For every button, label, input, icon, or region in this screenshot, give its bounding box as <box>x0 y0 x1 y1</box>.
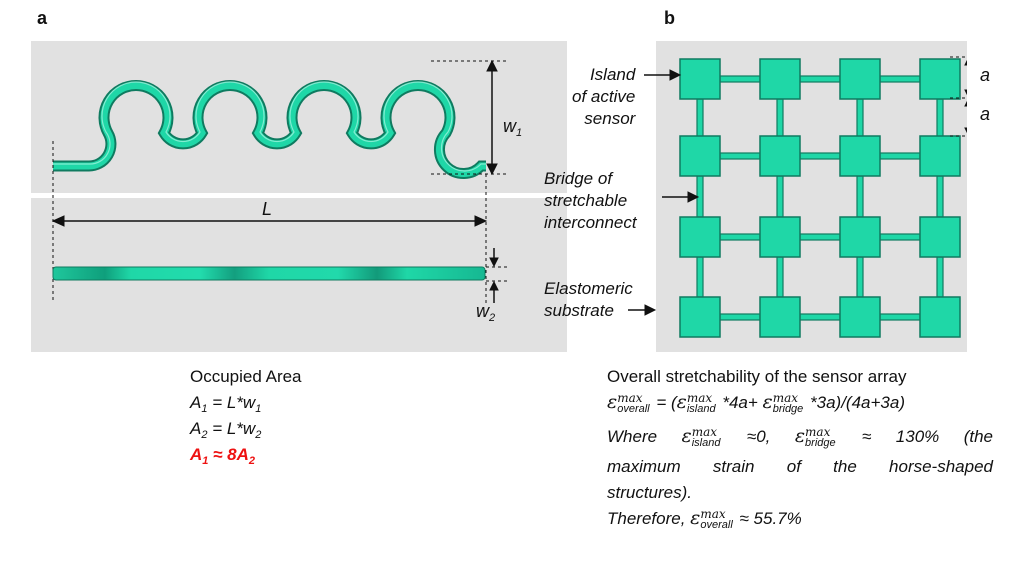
a-label-1: a <box>980 65 991 85</box>
horizontal-bridges <box>719 75 921 321</box>
where-line-2: maximum strain of the horse-shaped <box>607 457 993 476</box>
where-line-3: structures). <box>607 483 693 502</box>
w1-dimension <box>431 59 507 176</box>
island-r3c1 <box>679 216 721 258</box>
stretchability-title: Overall stretchability of the sensor arr… <box>607 367 907 386</box>
substrate-label: Elastomeric substrate <box>544 279 633 320</box>
area-equation-1: A1 = L*w1 <box>190 393 262 415</box>
island-r2c2 <box>759 135 801 177</box>
island-label: Island of active sensor <box>572 65 636 128</box>
panel-b-tag: b <box>664 8 675 28</box>
island-r1c4 <box>919 58 961 100</box>
panel-a-tag: a <box>37 8 48 28</box>
panel-a-drawing <box>31 59 567 303</box>
a-dimension <box>950 56 967 137</box>
w2-label: w2 <box>476 301 496 324</box>
sensor-array-drawing <box>679 56 967 338</box>
area-ratio-equation: A1 ≈ 8A2 <box>190 445 256 467</box>
island-r4c2 <box>759 296 801 338</box>
island-r1c3 <box>839 58 881 100</box>
island-r4c3 <box>839 296 881 338</box>
w1-label: w1 <box>503 116 523 139</box>
panel-a-divider <box>31 193 567 198</box>
occupied-area-title: Occupied Area <box>190 367 302 386</box>
serpentine-interconnect <box>53 80 486 180</box>
island-r1c1 <box>679 58 721 100</box>
area-equation-2: A2 = L*w2 <box>190 419 262 441</box>
island-r2c1 <box>679 135 721 177</box>
flat-interconnect <box>52 266 486 281</box>
sensor-islands <box>679 58 961 338</box>
island-r3c4 <box>919 216 961 258</box>
vertical-bridges <box>696 98 944 298</box>
bridge-label: Bridge of stretchable interconnect <box>544 169 637 232</box>
island-r2c3 <box>839 135 881 177</box>
island-r4c1 <box>679 296 721 338</box>
w2-dimension <box>486 248 509 303</box>
L-label: L <box>262 199 273 219</box>
island-r3c3 <box>839 216 881 258</box>
island-r2c4 <box>919 135 961 177</box>
island-r1c2 <box>759 58 801 100</box>
a-label-2: a <box>980 104 991 124</box>
island-r3c2 <box>759 216 801 258</box>
panel-b-pointer-arrows <box>628 69 700 316</box>
island-r4c4 <box>919 296 961 338</box>
